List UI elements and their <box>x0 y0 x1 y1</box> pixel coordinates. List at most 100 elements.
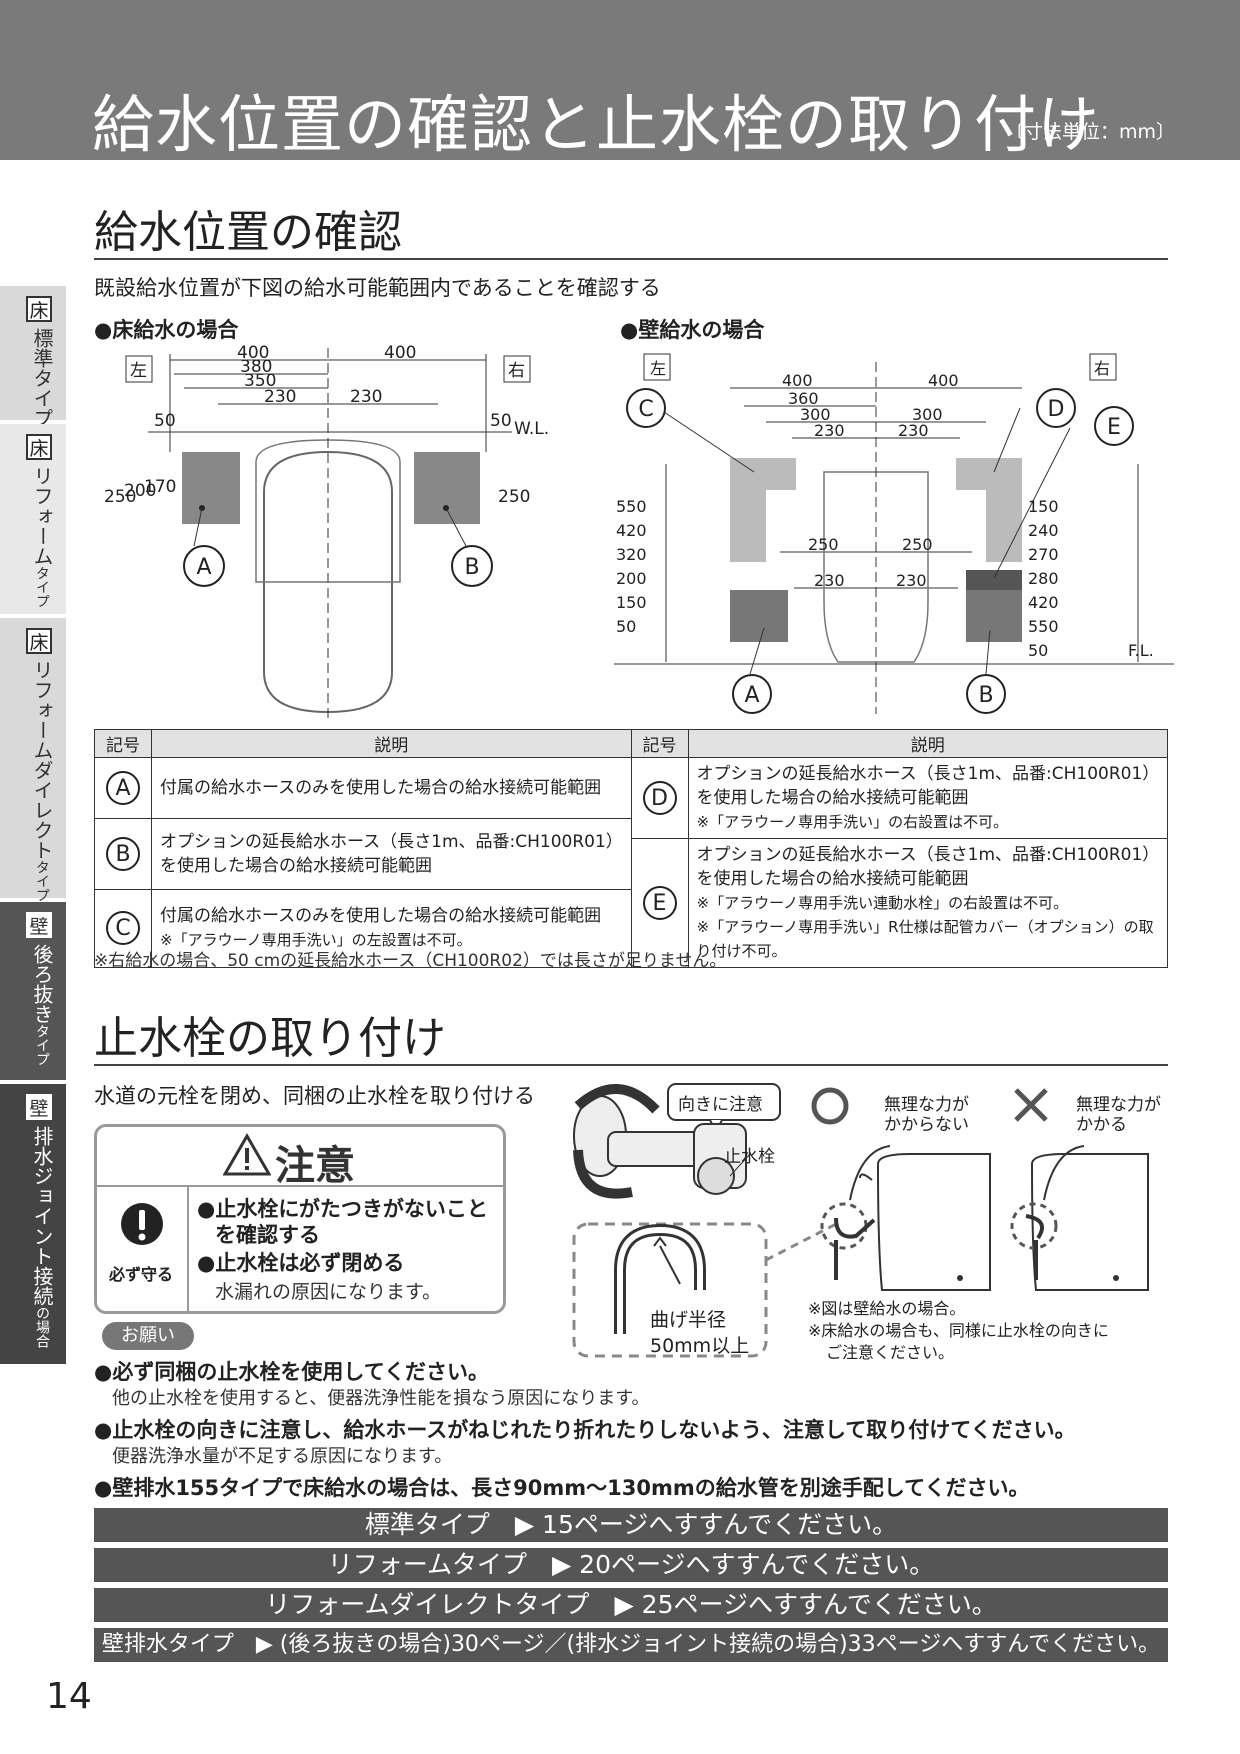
floor-supply-diagram: 左 右 400 400 380 350 230 230 W.L. 50 250 … <box>104 343 549 720</box>
side-tab-wall-back[interactable]: 壁 後ろ抜きタイプ <box>0 902 66 1080</box>
desc-E-text: オプションの延長給水ホース（長さ1m、品番:CH100R01）を使用した場合の給… <box>696 845 1151 889</box>
table-header-row: 記号 説明 記号 説明 <box>94 729 1168 758</box>
dim-300-right: 300 <box>912 405 943 424</box>
desc-C-note: ※「アラウーノ専用手洗い」の左設置は不可。 <box>160 931 472 950</box>
range-E <box>966 570 1022 590</box>
illustration-note-2: ※床給水の場合も、同様に止水栓の向きに <box>808 1321 1109 1340</box>
left-label: 左 <box>130 361 147 381</box>
caution-header: 注意 <box>97 1127 503 1189</box>
table-row: B オプションの延長給水ホース（長さ1m、品番:CH100R01）を使用した場合… <box>94 818 1168 890</box>
dim-230-low-left: 230 <box>814 571 845 590</box>
dim-550-left: 550 <box>616 497 647 516</box>
dim-230-left: 230 <box>264 387 296 407</box>
symbol-B: B <box>106 836 140 871</box>
header-symbol: 記号 <box>94 729 152 758</box>
ng-text: 無理な力が <box>1076 1095 1161 1115</box>
wall-supply-label: ●壁給水の場合 <box>620 318 765 342</box>
symbol-cell: A <box>94 757 152 819</box>
section2-intro: 水道の元栓を閉め、同梱の止水栓を取り付ける <box>94 1084 535 1108</box>
ok-text2: かからない <box>884 1115 969 1135</box>
caution-title: 注意 <box>275 1143 355 1189</box>
desc-C-text: 付属の給水ホースのみを使用した場合の給水接続可能範囲 <box>160 906 602 927</box>
left-label: 左 <box>650 359 666 378</box>
nav-reform-type[interactable]: リフォームタイプ ▶ 20ページへすすんでください。 <box>94 1548 1168 1582</box>
desc-D-note: ※「アラウーノ専用手洗い」の右設置は不可。 <box>696 813 1009 831</box>
desc-D: オプションの延長給水ホース（長さ1m、品番:CH100R01）を使用した場合の給… <box>687 757 1168 839</box>
fl-label: F.L. <box>1128 641 1154 660</box>
left-box <box>125 355 153 383</box>
page-number: 14 <box>46 1676 92 1717</box>
request-2-sub: 便器洗浄水量が不足する原因になります。 <box>112 1446 453 1467</box>
side-tab-floor-reform-direct[interactable]: 床 リフォームダイレクトタイプ <box>0 618 66 902</box>
section-title-valve-install: 止水栓の取り付け <box>94 1013 446 1064</box>
section-title-supply-position: 給水位置の確認 <box>94 207 402 258</box>
dim-150-right: 150 <box>1028 497 1059 516</box>
dim-400-right: 400 <box>928 371 959 390</box>
tab-label: リフォームダイレクトタイプ <box>28 660 57 902</box>
caution-item-1b: を確認する <box>215 1223 320 1247</box>
side-tab-floor-standard[interactable]: 床 標準タイプ <box>0 286 66 428</box>
header-symbol: 記号 <box>630 729 689 758</box>
tab-label: リフォームタイプ <box>28 466 57 608</box>
dim-380: 380 <box>240 357 272 377</box>
range-A <box>730 590 788 642</box>
unit-note: 〔寸法単位：mm〕 <box>1005 121 1176 143</box>
caution-item-2: ●止水栓は必ず閉める <box>197 1251 405 1275</box>
tab-wall-box: 壁 <box>26 912 52 938</box>
header-desc: 説明 <box>687 729 1168 758</box>
desc-E-note2: ※「アラウーノ専用手洗い」R仕様は配管カバー（オプション）の取り付け不可。 <box>696 918 1154 960</box>
dim-250-left: 250 <box>104 487 136 507</box>
tab-label-small: タイプ <box>34 860 50 902</box>
tab-label-small: タイプ <box>34 566 50 608</box>
side-tab-wall-joint[interactable]: 壁 排水ジョイント接続の場合 <box>0 1084 66 1364</box>
marker-E: E <box>1107 415 1121 440</box>
symbol-D: D <box>642 781 677 815</box>
page-title: 給水位置の確認と止水栓の取り付け <box>92 88 1101 161</box>
dim-360: 360 <box>788 389 819 408</box>
symbol-cell: E <box>630 838 689 968</box>
tab-label-small: タイプ <box>34 1024 50 1066</box>
dim-200: 200 <box>124 481 156 501</box>
marker-D: D <box>1048 397 1065 422</box>
nav-wall-drain-type[interactable]: 壁排水タイプ ▶ (後ろ抜きの場合)30ページ／(排水ジョイント接続の場合)33… <box>94 1628 1168 1662</box>
ng-mark-icon <box>1014 1088 1048 1122</box>
must-label: 必ず守る <box>109 1265 174 1284</box>
ng-text2: かかる <box>1076 1115 1127 1135</box>
nav-reform-direct-type[interactable]: リフォームダイレクトタイプ ▶ 25ページへすすんでください。 <box>94 1588 1168 1622</box>
marker-B: B <box>978 683 993 708</box>
page-header <box>0 0 1240 160</box>
tab-label-main: 排水ジョイント接続 <box>30 1126 54 1306</box>
marker-B: B <box>464 555 479 580</box>
dim-350: 350 <box>244 371 276 391</box>
tab-label: 後ろ抜きタイプ <box>28 944 57 1066</box>
exclamation-icon <box>121 1203 163 1245</box>
dim-170: 170 <box>144 477 176 497</box>
legend-footnote: ※右給水の場合、50 cmの延長給水ホース（CH100R02）では長さが足りませ… <box>94 951 727 971</box>
dim-230-low-right: 230 <box>896 571 927 590</box>
request-badge: お願い <box>102 1322 194 1350</box>
dim-50-left: 50 <box>616 617 636 636</box>
marker-C: C <box>638 397 653 422</box>
symbol-cell: B <box>94 818 152 890</box>
header-desc: 説明 <box>151 729 632 758</box>
request-1: ●必ず同梱の止水栓を使用してください。 <box>94 1360 490 1384</box>
range-C <box>730 458 796 562</box>
desc-E-note: ※「アラウーノ専用手洗い連動水栓」の右設置は不可。 <box>696 894 1069 912</box>
tab-wall-box: 壁 <box>26 1094 52 1120</box>
direction-callout <box>667 1083 781 1121</box>
ok-text: 無理な力が <box>884 1095 969 1115</box>
dim-250-left: 250 <box>808 535 839 554</box>
toilet-ok <box>876 1153 991 1291</box>
desc-E: オプションの延長給水ホース（長さ1m、品番:CH100R01）を使用した場合の給… <box>687 838 1168 968</box>
tab-label-main: 後ろ抜き <box>30 944 54 1024</box>
right-box <box>1089 353 1117 381</box>
dim-420-right: 420 <box>1028 593 1059 612</box>
illustration-note-1: ※図は壁給水の場合。 <box>808 1299 965 1318</box>
bend-radius-label: 曲げ半径 <box>650 1309 726 1331</box>
symbol-cell: D <box>630 757 689 839</box>
dim-50-right: 50 <box>1028 641 1048 660</box>
caution-box: 注意 必ず守る ●止水栓にがたつきがないこと を確認する ●止水栓は必ず閉める … <box>94 1124 506 1314</box>
side-tab-floor-reform[interactable]: 床 リフォームタイプ <box>0 424 66 614</box>
desc-D-text: オプションの延長給水ホース（長さ1m、品番:CH100R01）を使用した場合の給… <box>696 764 1151 808</box>
nav-standard-type[interactable]: 標準タイプ ▶ 15ページへすすんでください。 <box>94 1508 1168 1542</box>
